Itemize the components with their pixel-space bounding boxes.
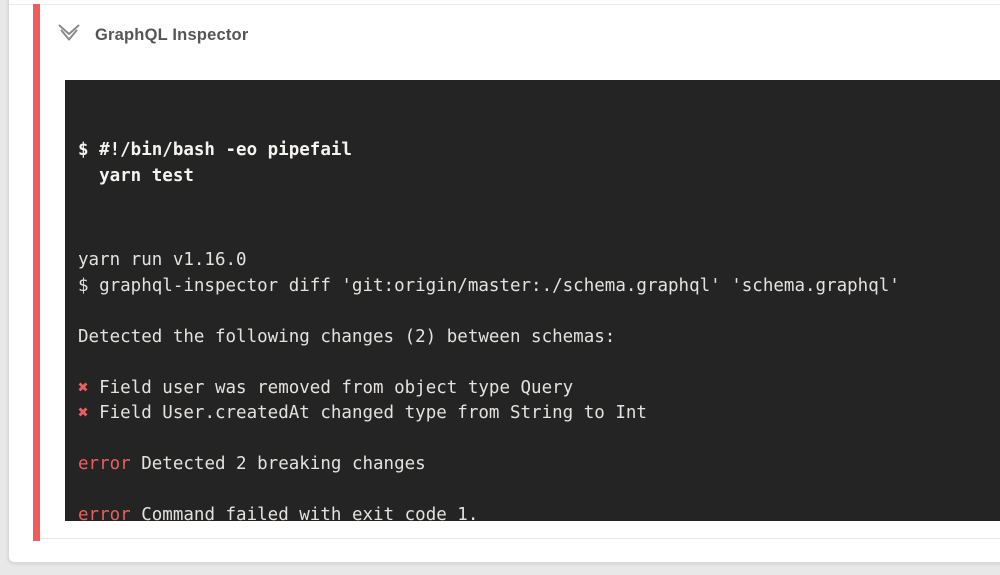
terminal-line: ✖ Field user was removed from object typ…: [78, 377, 574, 398]
terminal-command-line: $ #!/bin/bash -eo pipefail: [78, 140, 352, 160]
error-marker: ✖: [78, 377, 89, 398]
error-marker: error: [78, 505, 131, 521]
terminal-output-block: yarn run v1.16.0 $ graphql-inspector diff…: [78, 248, 997, 521]
error-marker: ✖: [78, 403, 89, 423]
terminal-command-line: yarn test: [78, 166, 194, 186]
step-top-divider: [9, 4, 1000, 5]
terminal-line: [78, 299, 997, 325]
failed-step-accent-bar: [33, 4, 40, 541]
error-marker: error: [78, 454, 131, 474]
terminal-line: [78, 427, 997, 453]
terminal-line: yarn run v1.16.0: [78, 250, 247, 270]
double-chevron-down-icon[interactable]: [57, 22, 81, 48]
step-header-toggle[interactable]: GraphQL Inspector: [57, 22, 248, 48]
terminal-line: [78, 350, 997, 376]
terminal-line: error Command failed with exit code 1.: [78, 503, 997, 521]
terminal-line: error Detected 2 breaking changes: [78, 454, 426, 474]
step-title: GraphQL Inspector: [95, 25, 249, 44]
terminal-output: $ #!/bin/bash -eo pipefail yarn test yar…: [65, 80, 1000, 521]
terminal-line: Detected the following changes (2) betwe…: [78, 326, 616, 347]
terminal-line: [78, 478, 997, 504]
terminal-command-block: $ #!/bin/bash -eo pipefail yarn test: [78, 137, 997, 189]
terminal-line: $ graphql-inspector diff 'git:origin/mas…: [78, 275, 900, 296]
terminal-line: ✖ Field User.createdAt changed type from…: [78, 403, 647, 423]
step-bottom-divider: [40, 538, 1000, 539]
